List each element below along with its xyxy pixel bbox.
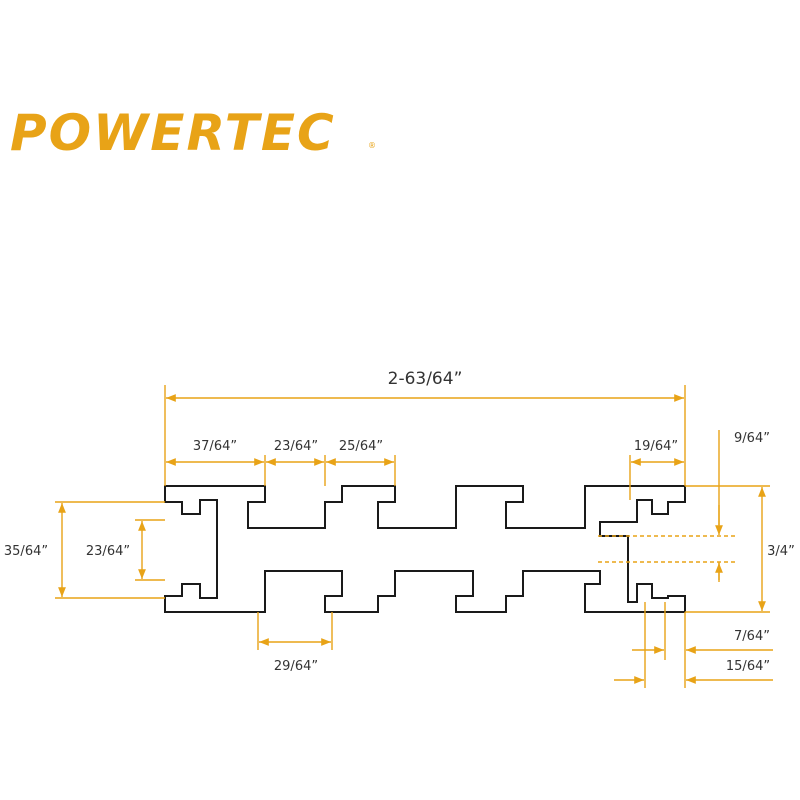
profile-outline	[164, 485, 686, 613]
lip-depth-label: 9/64”	[734, 431, 770, 446]
slot-bottom-width-label: 29/64”	[274, 659, 318, 674]
slot-pitch-label: 25/64”	[339, 439, 383, 454]
right-end-width-label: 19/64”	[634, 439, 678, 454]
dimension-lines	[55, 385, 770, 688]
brand-name: POWERTEC	[10, 104, 336, 162]
overall-width-label: 2-63/64”	[388, 369, 463, 389]
wall-thickness-label: 7/64”	[734, 629, 770, 644]
end-opening-label: 23/64”	[86, 544, 130, 559]
dimension-labels: 2-63/64” 37/64” 23/64” 25/64” 19/64” 9/6…	[4, 369, 795, 674]
end-slot-width-label: 37/64”	[193, 439, 237, 454]
lip-width-label: 15/64”	[726, 659, 770, 674]
registered-mark: ®	[368, 141, 376, 150]
powertec-logo: POWERTEC ®	[10, 104, 376, 162]
dimension-arrows	[58, 394, 773, 684]
slot-opening-label: 23/64”	[274, 439, 318, 454]
height-label: 3/4”	[767, 544, 795, 559]
profile-path	[164, 485, 686, 613]
end-height-label: 35/64”	[4, 544, 48, 559]
